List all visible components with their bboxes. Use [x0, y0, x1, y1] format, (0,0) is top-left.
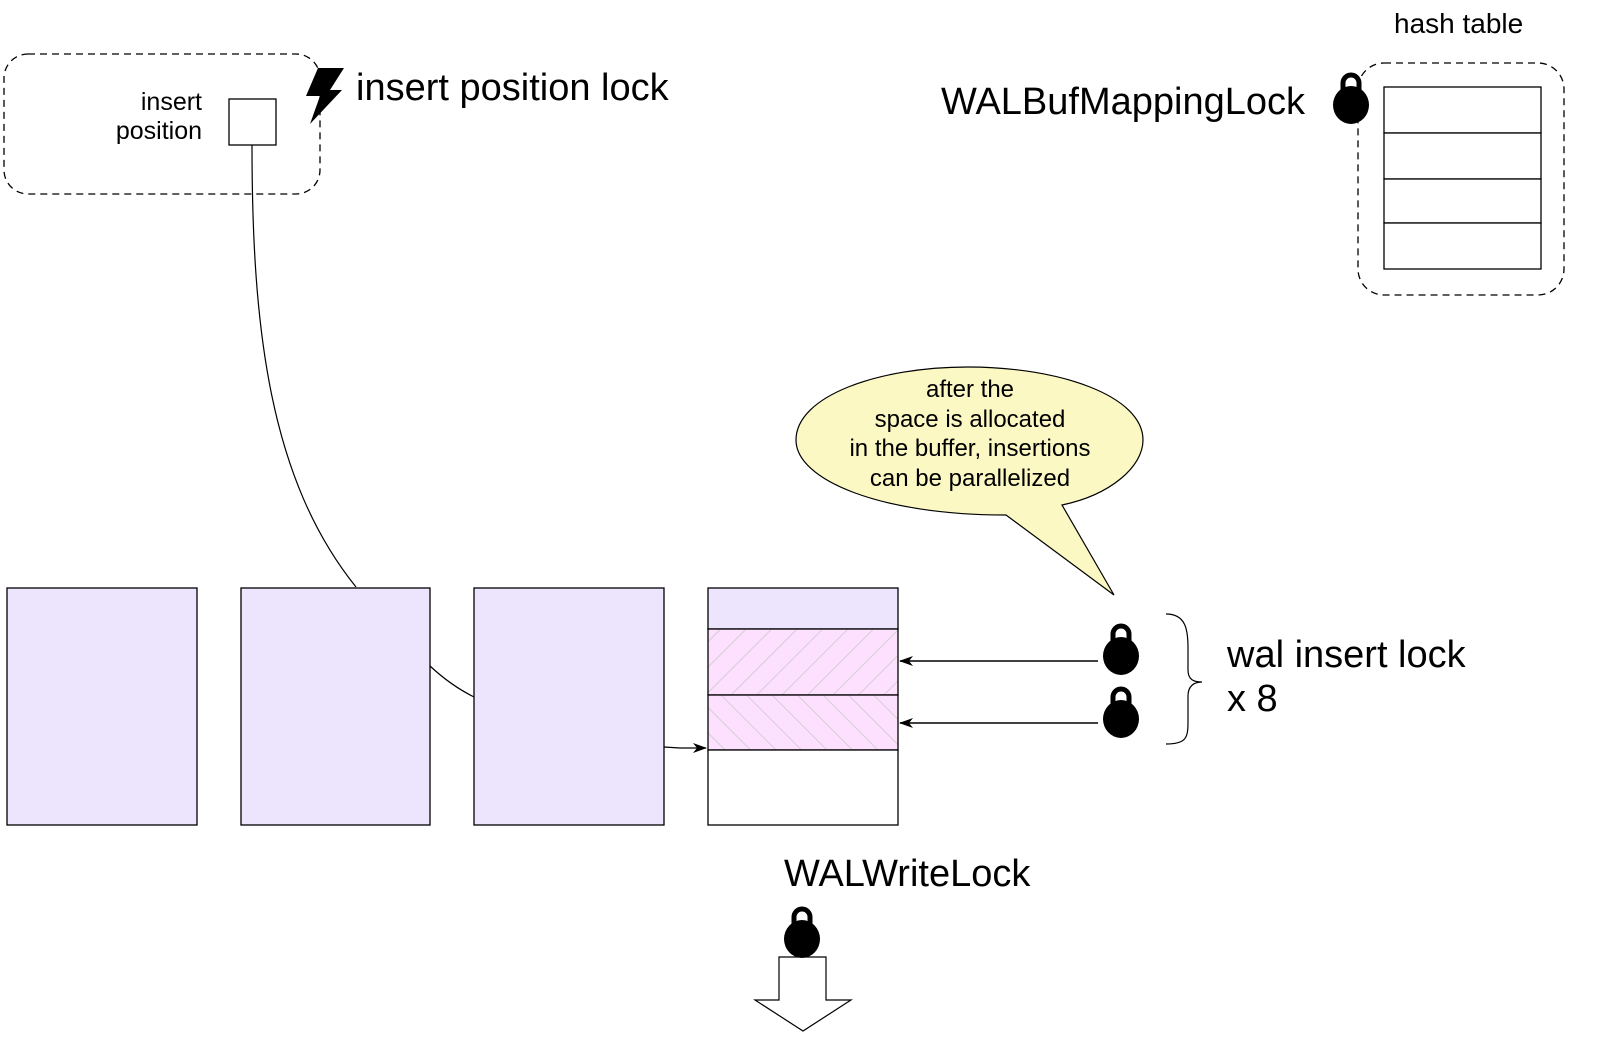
callout-line: in the buffer, insertions [849, 435, 1091, 462]
callout-line: can be parallelized [869, 464, 1071, 492]
hash-table-row [1383, 222, 1542, 270]
free-segment [707, 749, 899, 826]
wal-buffer-page [240, 587, 431, 826]
inserting-segment [707, 628, 899, 696]
hash-table-group [1357, 62, 1565, 296]
hash-table-row [1383, 86, 1542, 134]
wal-insert-lock-label-line2: x 8 [1227, 678, 1278, 720]
hash-table-row [1383, 132, 1542, 180]
wal-write-lock-icon [784, 909, 820, 958]
page-connector [429, 665, 475, 698]
brace [1165, 613, 1203, 745]
lightning-icon [306, 68, 344, 124]
insert-position-connector [251, 144, 357, 588]
hash-table-row [1383, 178, 1542, 224]
wal-write-arrow [752, 956, 854, 1032]
wal-write-lock-label: WALWriteLock [784, 853, 1031, 895]
wal-buf-mapping-lock-label: WALBufMappingLock [941, 81, 1306, 123]
inserting-segment [707, 694, 899, 751]
hash-table [1383, 86, 1542, 270]
page-arrow [663, 743, 707, 753]
filled-segment [707, 587, 899, 630]
wal-buf-mapping-lock-icon [1333, 75, 1369, 124]
callout-line: after the [925, 376, 1015, 403]
callout-text: after the space is allocated in the buff… [800, 375, 1140, 493]
insert-position-label: insert position [70, 88, 202, 146]
insert-position-box [228, 98, 277, 146]
callout-line: space is allocated [874, 405, 1066, 433]
insert-position-group [3, 53, 321, 195]
wal-insert-lock-icon [1103, 689, 1139, 738]
wal-buffer-page [6, 587, 198, 826]
wal-buffer-page [473, 587, 665, 826]
current-wal-page [707, 587, 899, 826]
insert-position-label-line1: insert [140, 88, 202, 116]
wal-insert-lock-label: wal insert lock x 8 [1227, 633, 1466, 721]
insert-position-lock-label: insert position lock [356, 67, 669, 109]
callout-bubble [795, 366, 1144, 596]
wal-insert-lock-label-line1: wal insert lock [1227, 634, 1466, 676]
insert-position-label-line2: position [115, 116, 202, 145]
hash-table-label: hash table [1394, 8, 1524, 39]
wal-insert-lock-icon [1103, 626, 1139, 675]
